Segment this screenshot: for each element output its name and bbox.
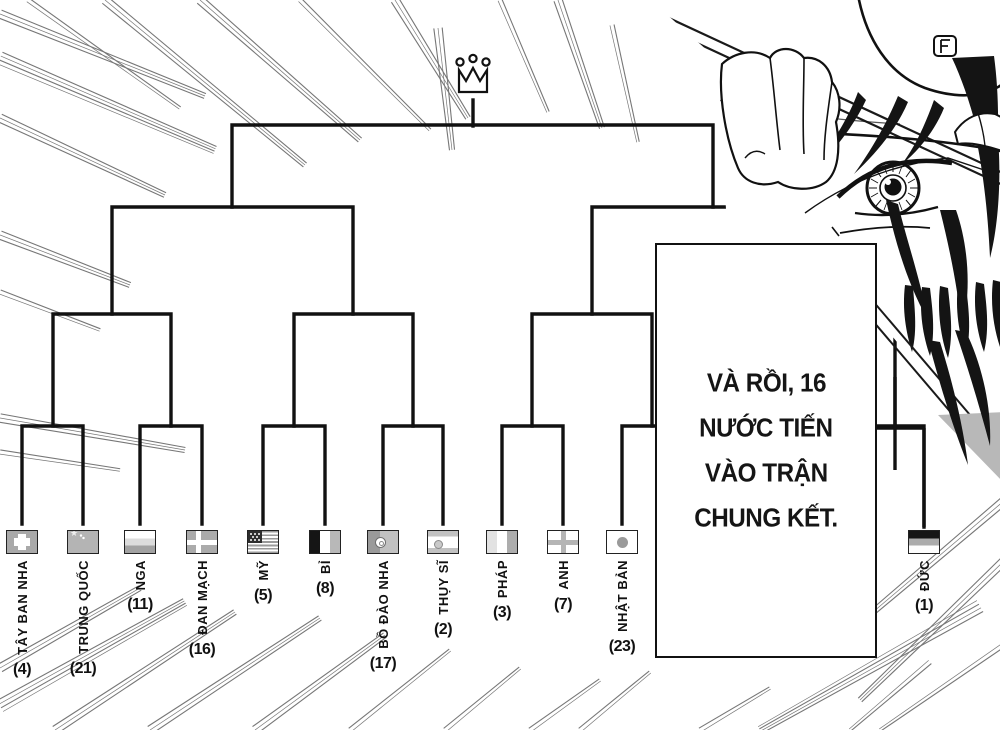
- fingers-icon: [953, 112, 1000, 154]
- screentone-shading: [938, 412, 1000, 479]
- speech-line: NƯỚC TIẾN: [699, 412, 833, 443]
- hair-strands-lower: [928, 330, 991, 465]
- eye-icon: [804, 157, 997, 217]
- speech-line: CHUNG KẾT.: [694, 502, 838, 533]
- speech-box: VÀ RỒI, 16 NƯỚC TIẾN VÀO TRẬN CHUNG KẾT.: [655, 243, 877, 658]
- crown-icon: [455, 53, 491, 94]
- bracket-front-lines: [877, 377, 926, 527]
- speech-line: VÀ RỒI, 16: [706, 367, 826, 398]
- cheek-line: [839, 225, 931, 234]
- hair-strands: [798, 56, 1000, 358]
- speech-line: VÀO TRẬN: [704, 457, 828, 488]
- glasses-icon: [804, 157, 997, 214]
- manga-art-panel: [645, 0, 1000, 479]
- hand-icon: [719, 47, 841, 190]
